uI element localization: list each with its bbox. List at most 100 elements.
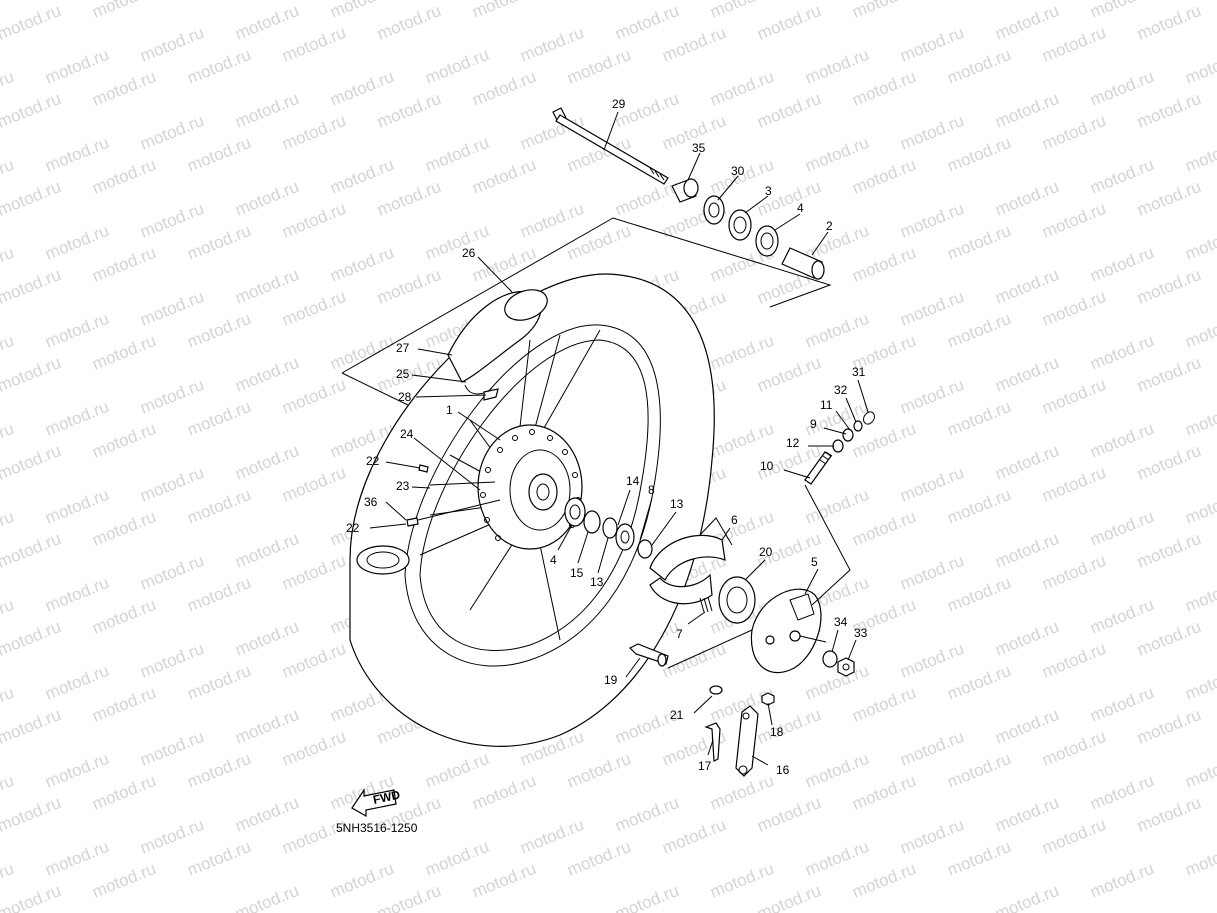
watermark-text: motod.ru bbox=[137, 111, 206, 154]
watermark-text: motod.ru bbox=[0, 243, 17, 286]
watermark-text: motod.ru bbox=[659, 23, 728, 66]
callout-33: 33 bbox=[854, 626, 868, 640]
watermark-text: motod.ru bbox=[0, 705, 64, 748]
watermark-text: motod.ru bbox=[232, 705, 301, 748]
watermark-text: motod.ru bbox=[1134, 1, 1203, 44]
watermark-text: motod.ru bbox=[1134, 89, 1203, 132]
watermark-text: motod.ru bbox=[1182, 221, 1217, 264]
adjust-nut-9 bbox=[842, 428, 854, 442]
plate-21 bbox=[709, 685, 723, 695]
watermark-text: motod.ru bbox=[992, 1, 1061, 44]
brake-shoe-upper bbox=[649, 534, 726, 581]
watermark-text: motod.ru bbox=[42, 573, 111, 616]
watermark-text: motod.ru bbox=[42, 397, 111, 440]
watermark-text: motod.ru bbox=[992, 441, 1061, 484]
watermark-text: motod.ru bbox=[374, 881, 443, 913]
watermark-text: motod.ru bbox=[89, 331, 158, 374]
bearing-3 bbox=[728, 209, 752, 241]
watermark-text: motod.ru bbox=[802, 133, 871, 176]
watermark-text: motod.ru bbox=[0, 265, 64, 308]
watermark-text: motod.ru bbox=[992, 265, 1061, 308]
watermark-text: motod.ru bbox=[279, 727, 348, 770]
watermark-text: motod.ru bbox=[0, 859, 17, 902]
watermark-text: motod.ru bbox=[754, 353, 823, 396]
collar-35-face bbox=[683, 178, 699, 198]
callout-25: 25 bbox=[396, 367, 410, 381]
watermark-text: motod.ru bbox=[469, 771, 538, 814]
watermark-text: motod.ru bbox=[897, 815, 966, 858]
watermark-text: motod.ru bbox=[184, 661, 253, 704]
watermark-text: motod.ru bbox=[137, 199, 206, 242]
cotter-pin-31 bbox=[863, 411, 875, 425]
watermark-text: motod.ru bbox=[279, 551, 348, 594]
callout-19: 19 bbox=[604, 673, 618, 687]
nut-33 bbox=[837, 657, 855, 677]
watermark-text: motod.ru bbox=[659, 815, 728, 858]
callout-15: 15 bbox=[570, 566, 584, 580]
watermark-text: motod.ru bbox=[0, 529, 64, 572]
watermark-text: motod.ru bbox=[992, 705, 1061, 748]
watermark-text: motod.ru bbox=[944, 397, 1013, 440]
watermark-text: motod.ru bbox=[1039, 463, 1108, 506]
callout-27: 27 bbox=[396, 341, 410, 355]
watermark-text: motod.ru bbox=[89, 595, 158, 638]
watermark-text: motod.ru bbox=[137, 287, 206, 330]
watermark-text: motod.ru bbox=[1087, 507, 1156, 550]
watermark-text: motod.ru bbox=[42, 221, 111, 264]
watermark-text: motod.ru bbox=[279, 463, 348, 506]
watermark-text: motod.ru bbox=[184, 573, 253, 616]
spoke-nipple-22a bbox=[418, 464, 429, 473]
bearing-14 bbox=[615, 523, 635, 551]
watermark-text: motod.ru bbox=[1039, 287, 1108, 330]
watermark-text: motod.ru bbox=[897, 287, 966, 330]
watermark-text: motod.ru bbox=[612, 1, 681, 44]
watermark-text: motod.ru bbox=[944, 133, 1013, 176]
watermark-text: motod.ru bbox=[1134, 617, 1203, 660]
callout-1: 1 bbox=[446, 403, 453, 417]
watermark-text: motod.ru bbox=[137, 727, 206, 770]
watermark-text: motod.ru bbox=[89, 0, 158, 22]
watermark-text: motod.ru bbox=[992, 617, 1061, 660]
watermark-text: motod.ru bbox=[1134, 177, 1203, 220]
watermark-text: motod.ru bbox=[1087, 683, 1156, 726]
watermark-text: motod.ru bbox=[944, 45, 1013, 88]
watermark-text: motod.ru bbox=[42, 133, 111, 176]
watermark-text: motod.ru bbox=[849, 683, 918, 726]
watermark-text: motod.ru bbox=[137, 551, 206, 594]
watermark-text: motod.ru bbox=[184, 45, 253, 88]
axle-shaft bbox=[555, 114, 669, 185]
watermark-text: motod.ru bbox=[897, 551, 966, 594]
callout-26: 26 bbox=[462, 246, 476, 260]
watermark-text: motod.ru bbox=[1182, 133, 1217, 176]
watermark-text: motod.ru bbox=[184, 309, 253, 352]
watermark-text: motod.ru bbox=[849, 771, 918, 814]
watermark-text: motod.ru bbox=[517, 815, 586, 858]
lever-16 bbox=[735, 705, 759, 777]
watermark-text: motod.ru bbox=[897, 375, 966, 418]
watermark-text: motod.ru bbox=[0, 67, 17, 110]
watermark-text: motod.ru bbox=[1039, 199, 1108, 242]
watermark-text: motod.ru bbox=[327, 155, 396, 198]
watermark-text: motod.ru bbox=[1134, 705, 1203, 748]
callout-28: 28 bbox=[398, 390, 412, 404]
watermark-text: motod.ru bbox=[0, 507, 17, 550]
watermark-text: motod.ru bbox=[89, 507, 158, 550]
watermark-text: motod.ru bbox=[0, 419, 17, 462]
callout-30: 30 bbox=[731, 164, 745, 178]
watermark-text: motod.ru bbox=[564, 837, 633, 880]
watermark-text: motod.ru bbox=[232, 617, 301, 660]
brake-shoe-lower bbox=[649, 573, 713, 605]
callout-4: 4 bbox=[797, 201, 804, 215]
watermark-text: motod.ru bbox=[517, 199, 586, 242]
callout-8: 8 bbox=[648, 483, 655, 497]
watermark-text: motod.ru bbox=[849, 67, 918, 110]
watermark-text: motod.ru bbox=[1182, 661, 1217, 704]
watermark-text: motod.ru bbox=[1134, 353, 1203, 396]
watermark-text: motod.ru bbox=[469, 0, 538, 22]
watermark-text: motod.ru bbox=[0, 881, 64, 913]
nut-18 bbox=[761, 692, 775, 706]
watermark-text: motod.ru bbox=[184, 837, 253, 880]
callout-12: 12 bbox=[786, 436, 800, 450]
watermark-text: motod.ru bbox=[944, 661, 1013, 704]
callout-34: 34 bbox=[834, 615, 848, 629]
